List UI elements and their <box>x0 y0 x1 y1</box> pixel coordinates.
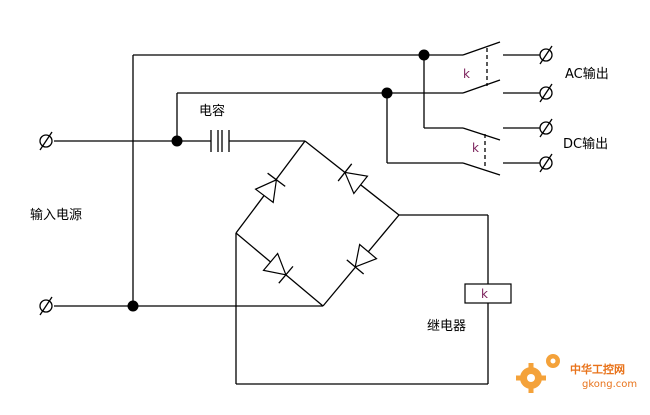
input-power-label: 输入电源 <box>30 207 82 223</box>
ac-relay-contacts <box>462 41 501 94</box>
junction-dots <box>127 49 430 312</box>
input-terminal-bottom <box>39 296 53 316</box>
input-terminal-top <box>39 131 53 151</box>
ac-output-terminal-1 <box>539 45 553 65</box>
capacitor-label: 电容 <box>199 103 225 119</box>
relay-label: 继电器 <box>427 319 466 334</box>
ac-contact-label: k <box>463 67 470 81</box>
dc-relay-contacts <box>462 127 501 176</box>
diode-lower-left <box>262 252 294 284</box>
diode-upper-right <box>337 163 369 195</box>
diode-upper-left <box>254 172 286 204</box>
watermark-line2: gkong.com <box>582 379 637 390</box>
wires <box>54 54 540 385</box>
ac-output-label: AC输出 <box>565 66 609 82</box>
relay-coil-label: k <box>481 287 488 301</box>
dc-output-terminal-2 <box>539 153 553 173</box>
dc-contact-label: k <box>472 141 479 155</box>
diode-lower-right <box>346 243 378 275</box>
dc-output-label: DC输出 <box>563 136 608 152</box>
watermark-logo <box>516 354 560 393</box>
ac-output-terminal-2 <box>539 83 553 103</box>
relay-coil <box>464 283 512 304</box>
watermark-line1: 中华工控网 <box>570 362 625 376</box>
capacitor <box>210 128 230 154</box>
dc-output-terminal-1 <box>539 118 553 138</box>
bridge-rectifier <box>235 140 400 307</box>
